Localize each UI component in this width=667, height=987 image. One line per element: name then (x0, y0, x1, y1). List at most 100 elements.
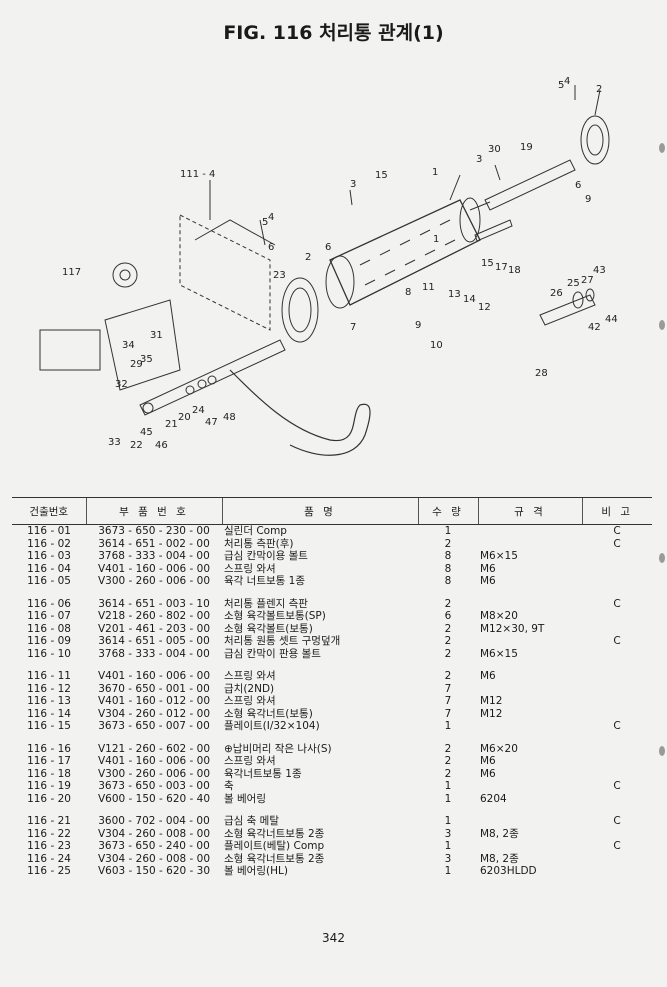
item-no-cell: 116 - 21 (27, 815, 71, 827)
part-no-cell: 3673 - 650 - 003 - 00 (98, 780, 210, 792)
item-no-cell: 116 - 23 (27, 840, 71, 852)
quantity-cell: 1 (444, 815, 452, 827)
spec-cell (478, 840, 582, 853)
part-no-cell: V401 - 160 - 006 - 00 (97, 755, 211, 767)
remarks-cell (582, 793, 652, 806)
remarks-cell (582, 755, 652, 768)
spec-cell (478, 683, 582, 696)
svg-text:1: 1 (433, 234, 439, 245)
quantity-cell: 1 (444, 780, 452, 792)
svg-text:21: 21 (165, 419, 178, 430)
item-no-cell: 116 - 08 (27, 622, 71, 635)
remarks-cell (582, 648, 652, 661)
svg-text:5: 5 (262, 217, 268, 228)
part-name-cell: 처리통 원통 셋트 구멍덮개 (224, 635, 341, 647)
svg-text:20: 20 (178, 412, 191, 423)
spec-cell: M8, 2종 (480, 827, 519, 840)
spec-cell: M6 (480, 562, 496, 575)
item-no-cell: 116 - 15 (27, 720, 71, 732)
remarks-cell: C (613, 597, 621, 610)
remarks-cell (582, 575, 652, 588)
item-no-cell: 116 - 16 (27, 742, 71, 755)
remarks-cell (582, 695, 652, 708)
quantity-cell: 8 (444, 550, 452, 562)
part-no-cell: V600 - 150 - 620 - 40 (97, 792, 211, 805)
part-name-cell: 급심 칸막이 판용 볼트 (224, 647, 321, 660)
remarks-cell: C (613, 635, 621, 647)
remarks-cell (582, 865, 652, 878)
spec-cell (478, 720, 582, 733)
spec-cell (478, 635, 582, 648)
page-title: FIG. 116 처리통 관계(1) (223, 22, 444, 44)
item-no-cell: 116 - 20 (27, 792, 71, 805)
part-no-cell: 3768 - 333 - 004 - 00 (98, 647, 210, 660)
part-no-cell: 3673 - 650 - 240 - 00 (98, 840, 210, 852)
quantity-cell: 7 (444, 707, 452, 720)
remarks-cell: C (613, 720, 621, 732)
svg-text:35: 35 (140, 354, 153, 365)
quantity-cell: 2 (444, 537, 452, 550)
part-name-cell: 축 (224, 780, 234, 792)
header-part-no: 부 품 번 호 (85, 497, 222, 525)
spec-cell: M6 (480, 755, 496, 767)
quantity-cell: 6 (444, 610, 452, 622)
svg-text:33: 33 (108, 437, 121, 448)
svg-text:34: 34 (122, 340, 135, 351)
quantity-cell: 3 (444, 827, 452, 840)
header-remarks: 비 고 (581, 497, 652, 525)
svg-text:4: 4 (268, 212, 274, 223)
part-no-cell: 3673 - 650 - 230 - 00 (98, 525, 210, 537)
svg-text:2: 2 (305, 252, 311, 263)
remarks-cell: C (613, 840, 621, 852)
svg-text:22: 22 (130, 440, 143, 451)
part-no-cell: 3614 - 651 - 005 - 00 (98, 635, 210, 647)
spacer-cell (12, 660, 652, 670)
group-spacer (12, 660, 652, 670)
quantity-cell: 2 (444, 635, 452, 647)
item-no-cell: 116 - 05 (27, 575, 71, 587)
svg-text:4: 4 (564, 76, 570, 87)
part-name-cell: 급심 칸막이용 볼트 (224, 550, 308, 562)
svg-text:46: 46 (155, 440, 168, 451)
svg-text:26: 26 (550, 288, 563, 299)
item-no-cell: 116 - 02 (27, 537, 71, 550)
part-name-cell: 급심 축 메탈 (224, 815, 279, 827)
quantity-cell: 1 (444, 792, 452, 805)
header-spec: 규 격 (477, 497, 582, 525)
part-no-cell: V401 - 160 - 006 - 00 (97, 670, 211, 682)
item-no-cell: 116 - 14 (27, 707, 71, 720)
quantity-cell: 8 (444, 562, 452, 575)
part-name-cell: 소형 육각볼트(보통) (224, 622, 313, 635)
quantity-cell: 1 (444, 840, 452, 852)
remarks-cell (582, 550, 652, 563)
part-name-cell: 스프링 와셔 (224, 695, 276, 707)
part-name-cell: 급치(2ND) (224, 682, 275, 695)
table-header-row: 건출번호 부 품 번 호 품 명 수 량 규 격 비 고 (12, 497, 652, 525)
spec-cell: M12 (480, 695, 503, 707)
quantity-cell: 2 (444, 622, 452, 635)
svg-text:12: 12 (478, 302, 491, 313)
spec-cell (478, 598, 582, 611)
svg-text:2: 2 (596, 84, 602, 95)
svg-text:32: 32 (115, 379, 128, 390)
part-no-cell: V401 - 160 - 006 - 00 (97, 562, 211, 575)
part-name-cell: 스프링 와셔 (224, 670, 276, 682)
remarks-cell (582, 623, 652, 636)
svg-text:28: 28 (535, 368, 548, 379)
header-quantity: 수 량 (417, 497, 478, 525)
svg-text:29: 29 (130, 359, 143, 370)
svg-text:27: 27 (581, 275, 594, 286)
group-spacer (12, 588, 652, 598)
